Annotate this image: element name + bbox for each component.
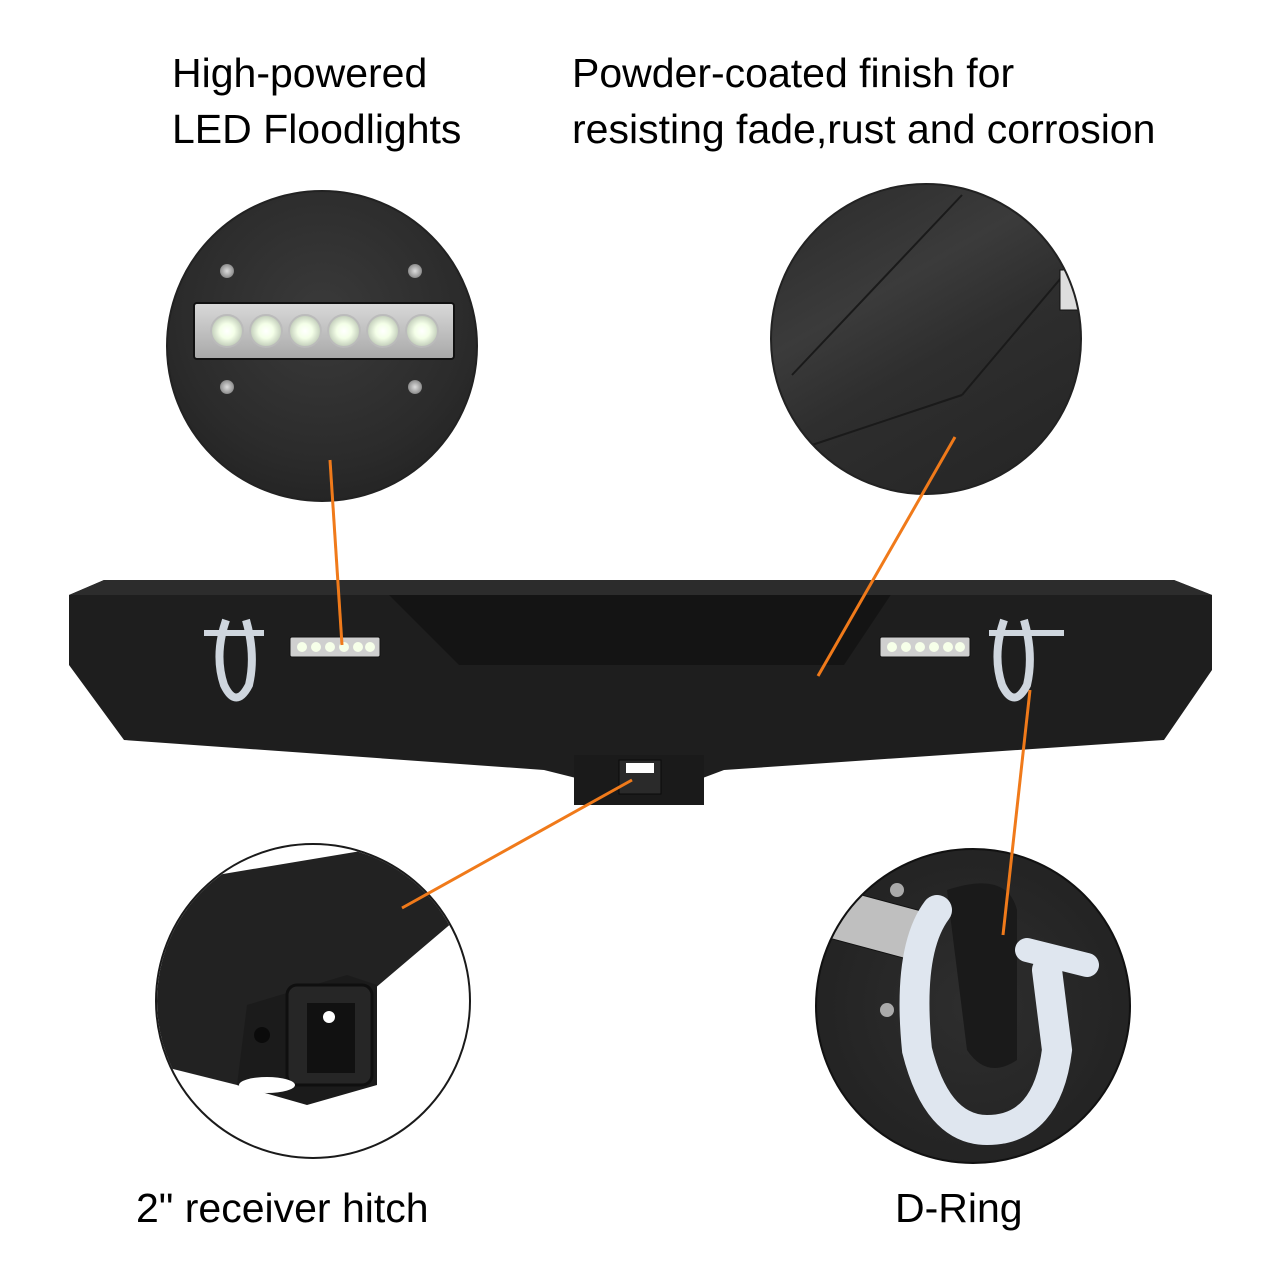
led-icon bbox=[209, 314, 244, 348]
led-icon bbox=[326, 314, 361, 348]
powder-coat-detail-circle bbox=[770, 183, 1082, 495]
led-icon bbox=[248, 314, 283, 348]
bolt-icon bbox=[408, 380, 422, 394]
bolt-icon bbox=[220, 380, 234, 394]
d-ring-detail-circle bbox=[815, 848, 1131, 1164]
led-icon bbox=[365, 314, 400, 348]
bumper-body bbox=[69, 580, 1212, 805]
led-floodlight-detail-circle bbox=[166, 190, 478, 502]
led-floodlights-label-line2: LED Floodlights bbox=[172, 106, 462, 152]
powder-coated-label-line1: Powder-coated finish for bbox=[572, 50, 1015, 96]
bumper-image bbox=[64, 575, 1214, 805]
led-icon bbox=[404, 314, 439, 348]
bolt-icon bbox=[220, 264, 234, 278]
led-floodlights-label-line1: High-powered bbox=[172, 50, 428, 96]
receiver-hitch-image bbox=[157, 845, 469, 1105]
led-light-bar bbox=[193, 302, 455, 360]
led-floodlights-label: High-powered LED Floodlights bbox=[172, 45, 461, 157]
powder-coated-label: Powder-coated finish for resisting fade,… bbox=[572, 45, 1155, 157]
d-ring-label: D-Ring bbox=[895, 1185, 1023, 1231]
receiver-hitch-label: 2" receiver hitch bbox=[136, 1185, 429, 1231]
led-icon bbox=[287, 314, 322, 348]
powder-coated-label-line2: resisting fade,rust and corrosion bbox=[572, 106, 1156, 152]
powder-coat-texture bbox=[791, 194, 1080, 446]
d-ring-image bbox=[821, 883, 1099, 1146]
bolt-icon bbox=[408, 264, 422, 278]
receiver-hitch-detail-circle bbox=[155, 843, 471, 1159]
